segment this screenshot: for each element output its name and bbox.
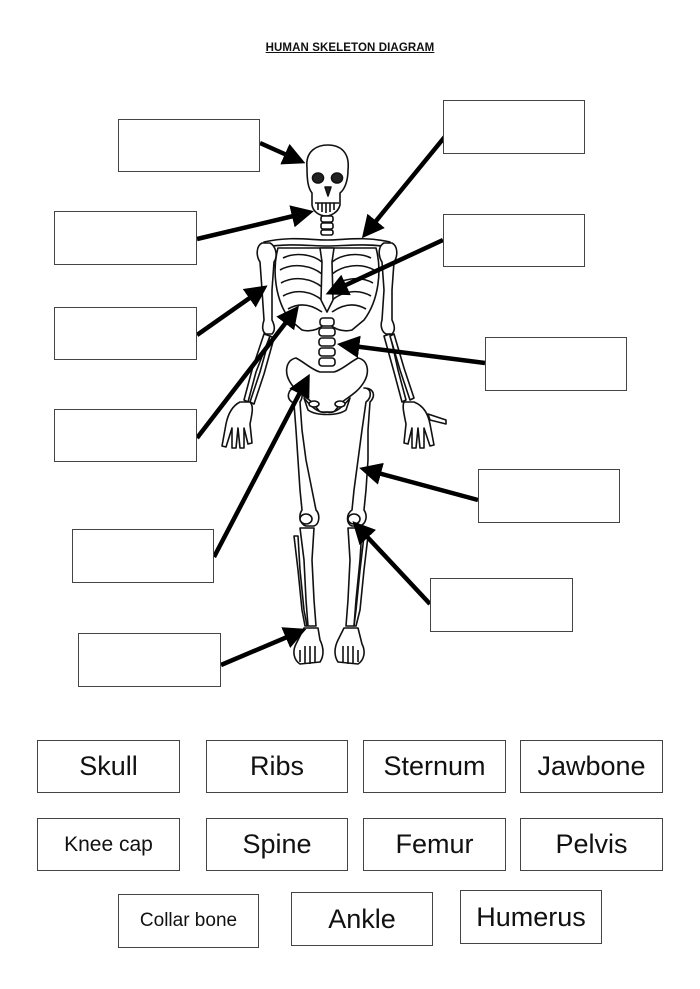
arrow-R2 (325, 237, 444, 296)
word-card-jawbone[interactable]: Jawbone (520, 740, 663, 793)
arrow-L4 (195, 305, 299, 440)
arrow-R4 (359, 462, 479, 503)
word-card-pelvis[interactable]: Pelvis (520, 818, 663, 871)
arrow-L5 (212, 373, 310, 559)
label-blank-L2[interactable] (54, 211, 197, 265)
label-blank-L6[interactable] (78, 633, 221, 687)
arrow-R5 (352, 521, 432, 606)
arrow-R3 (336, 335, 486, 366)
word-card-spine[interactable]: Spine (206, 818, 348, 871)
page-title: HUMAN SKELETON DIAGRAM (265, 42, 435, 54)
label-blank-L1[interactable] (118, 119, 260, 172)
pointer-arrows (195, 126, 486, 668)
word-card-humerus[interactable]: Humerus (460, 890, 602, 944)
word-card-ankle[interactable]: Ankle (291, 892, 433, 946)
label-blank-L5[interactable] (72, 529, 214, 583)
arrow-L1 (259, 140, 306, 165)
word-card-skull[interactable]: Skull (37, 740, 180, 793)
arrow-L2 (196, 205, 314, 242)
arrow-R6 (220, 627, 307, 668)
arrow-L3 (195, 285, 268, 337)
word-card-ribs[interactable]: Ribs (206, 740, 348, 793)
arrow-R1 (361, 126, 454, 239)
label-blank-R2[interactable] (443, 214, 585, 267)
word-card-sternum[interactable]: Sternum (363, 740, 506, 793)
label-blank-L4[interactable] (54, 409, 197, 462)
label-blank-L3[interactable] (54, 307, 197, 360)
label-blank-R4[interactable] (478, 469, 620, 523)
word-card-collar-bone[interactable]: Collar bone (118, 894, 259, 948)
label-blank-R1[interactable] (443, 100, 585, 154)
label-blank-R3[interactable] (485, 337, 627, 391)
word-card-femur[interactable]: Femur (363, 818, 506, 871)
label-blank-R5[interactable] (430, 578, 573, 632)
word-card-knee-cap[interactable]: Knee cap (37, 818, 180, 871)
